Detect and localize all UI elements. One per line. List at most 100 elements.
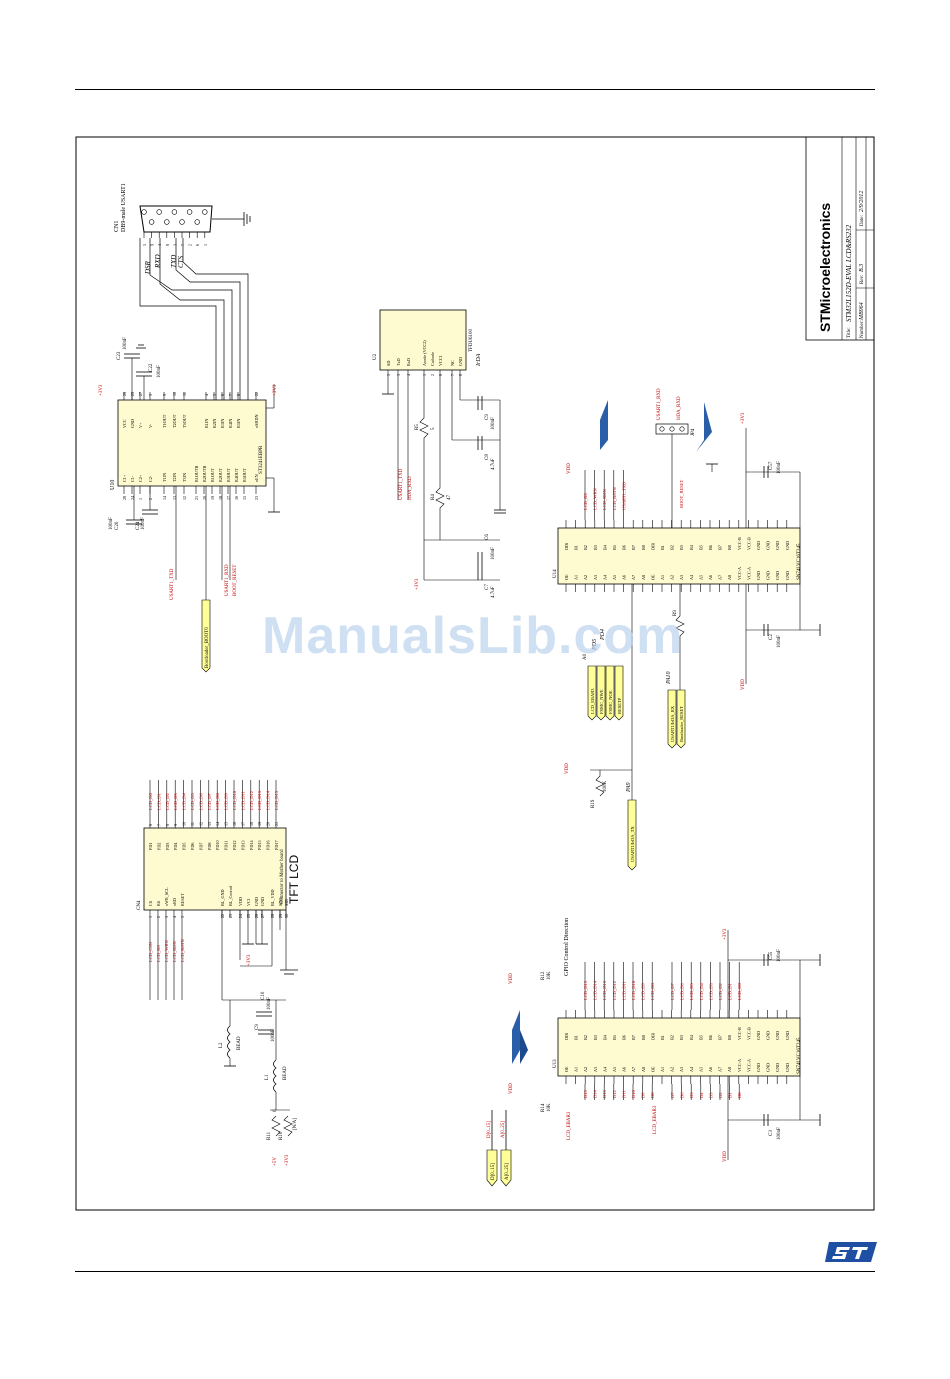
svg-text:RXD: RXD — [154, 254, 162, 269]
shifter-pin-a: A3 — [679, 1067, 684, 1072]
cn4-pin-name: BL_VDD — [270, 889, 275, 906]
svg-text:100nF: 100nF — [491, 417, 496, 430]
cn4-pin-name: PD13 — [240, 840, 245, 850]
u13-net-b: LCD_D0 — [737, 983, 742, 1000]
svg-text:R4: R4 — [431, 494, 436, 500]
u10-pin-name: R2OUT — [218, 468, 223, 482]
u13-net-b: LCD_D12 — [612, 981, 617, 1000]
cn4-pin-name: GND — [254, 897, 259, 906]
svg-text:U2: U2 — [373, 353, 378, 360]
shifter-pin-b: B2 — [583, 1035, 588, 1040]
shifter-pin-a: A8 — [727, 575, 732, 580]
u10-pin-number: 14 — [162, 496, 167, 500]
svg-text:C55: C55 — [769, 951, 774, 960]
u13-net-a: D11 — [621, 1090, 626, 1098]
shifter-pin-a: A5 — [698, 575, 703, 580]
u10-pin-number: 19 — [210, 496, 215, 500]
db9-connector — [139, 205, 213, 233]
cap-c20: 100nF C20 — [109, 486, 142, 530]
cn4-pin-number: 18 — [249, 822, 254, 826]
u10-pin-name: V- — [148, 423, 153, 428]
db9-pin-number: 5 — [142, 244, 147, 246]
svg-text:C3: C3 — [769, 1130, 774, 1136]
u13-net-a: D10 — [631, 1090, 636, 1098]
shifter-pin-b: B5 — [698, 1035, 703, 1040]
cn4-pin-name: SDO — [278, 898, 283, 906]
svg-text:A[0..25]: A[0..25] — [505, 1163, 510, 1180]
flag-resetp: RESETP — [614, 665, 624, 721]
u13-net-a: D12 — [612, 1090, 617, 1098]
u14-net-b: LCD_WRN — [593, 488, 598, 510]
svg-text:D[0..15]: D[0..15] — [487, 1121, 492, 1138]
shifter-pin-b: VCC-B — [737, 1027, 742, 1040]
svg-text:10K: 10K — [547, 971, 552, 980]
u13-net-b: LCD_D7 — [670, 983, 675, 1000]
flag-fsmc-nwe: FSMC_NWE — [596, 665, 606, 721]
svg-text:C6: C6 — [485, 534, 490, 540]
direction-arrow-u13-b — [520, 1030, 528, 1064]
cn1-desc: DB9-male USART1 — [121, 183, 127, 232]
svg-text:JP4: JP4 — [691, 428, 696, 436]
u10-pin-number: 20 — [202, 496, 207, 500]
svg-text:USART1_RXD: USART1_RXD — [657, 388, 662, 420]
shifter-pin-a: A6 — [708, 1067, 713, 1072]
cn4-pin-number: 21 — [274, 822, 279, 826]
cn4-pin-number: 7 — [156, 824, 161, 826]
svg-text:VDD: VDD — [565, 763, 570, 774]
cn4-pin-number: 10 — [182, 822, 187, 826]
svg-text:100nF: 100nF — [777, 1127, 782, 1140]
cap-c10: C10 100nF — [256, 991, 272, 1017]
shifter-pin-a: OE — [564, 574, 569, 580]
u10-pin-number: 5 — [212, 394, 217, 396]
shifter-pin-a: A1 — [660, 575, 665, 580]
svg-text:100nF: 100nF — [123, 337, 128, 350]
cap-c9-lcd: C9 100nF — [255, 1024, 276, 1042]
svg-text:Number:: Number: — [860, 320, 865, 338]
u13-net-b: LCD_D6 — [680, 983, 685, 1000]
cap-c22: C22 100nF — [136, 363, 162, 400]
cn4-pin-name: PD5 — [182, 843, 187, 850]
svg-text:0: 0 — [273, 1109, 278, 1112]
flag-address-bus: A[0..25] — [500, 1149, 512, 1187]
drawing-title: STM32L152D-EVAL LCD&RS232 — [845, 224, 853, 322]
shifter-pin-a: A7 — [631, 575, 636, 580]
svg-text:+3V3: +3V3 — [99, 384, 104, 396]
resistor-r5 — [419, 370, 429, 540]
db9-pin-number: 7 — [180, 244, 185, 246]
svg-text:+3V3: +3V3 — [273, 384, 278, 396]
cn4-lcd-connector — [143, 827, 287, 911]
cn4-pin-name: VDD — [238, 897, 243, 906]
svg-text:IrDA_RXD: IrDA_RXD — [408, 476, 413, 500]
db9-pin — [171, 209, 178, 215]
svg-text:L1: L1 — [265, 1074, 270, 1080]
cn4-pin-name: nRD — [172, 898, 177, 906]
shifter-pin-a: A2 — [670, 1067, 675, 1072]
shifter-pin-a: GND — [785, 1063, 790, 1072]
svg-text:C2: C2 — [769, 634, 774, 640]
jumper-jp4[interactable] — [655, 423, 689, 435]
u13-net-b: LCD_D10 — [631, 980, 636, 1000]
svg-text:4.7uF: 4.7uF — [491, 586, 496, 598]
u10-ic — [117, 399, 267, 487]
shifter-pin-a: A2 — [670, 575, 675, 580]
u10-pin-number: 7 — [228, 394, 233, 396]
boot0-flag: Bootloader_BOOT0 — [201, 599, 211, 673]
cn4-net-label: LCD_D2 — [165, 793, 170, 810]
cn4-pin-number: 20 — [266, 822, 271, 826]
shifter-pin-a: OE — [650, 574, 655, 580]
svg-text:+3V3: +3V3 — [247, 954, 252, 966]
shifter-pin-a: A7 — [718, 575, 723, 580]
u13-net-b: LCD_D14 — [593, 980, 598, 1000]
resistor-r19 — [595, 770, 605, 797]
cap-c8: C8 4.7uF — [477, 436, 496, 470]
shifter-pin-a: A6 — [622, 1067, 627, 1072]
cn4-pin-name: PD8 — [207, 843, 212, 850]
cn4-net-label: LCD_D8 — [215, 793, 220, 810]
cap-c9: C9 100nF — [477, 396, 496, 430]
shifter-pin-b: B7 — [631, 545, 636, 550]
svg-text:PD5: PD5 — [592, 639, 598, 651]
cn4-pin-number: 29 — [278, 914, 283, 918]
svg-text:A0: A0 — [583, 653, 588, 660]
svg-text:CN4: CN4 — [137, 900, 142, 910]
u14-net-b: USART1_TXD — [621, 481, 626, 510]
